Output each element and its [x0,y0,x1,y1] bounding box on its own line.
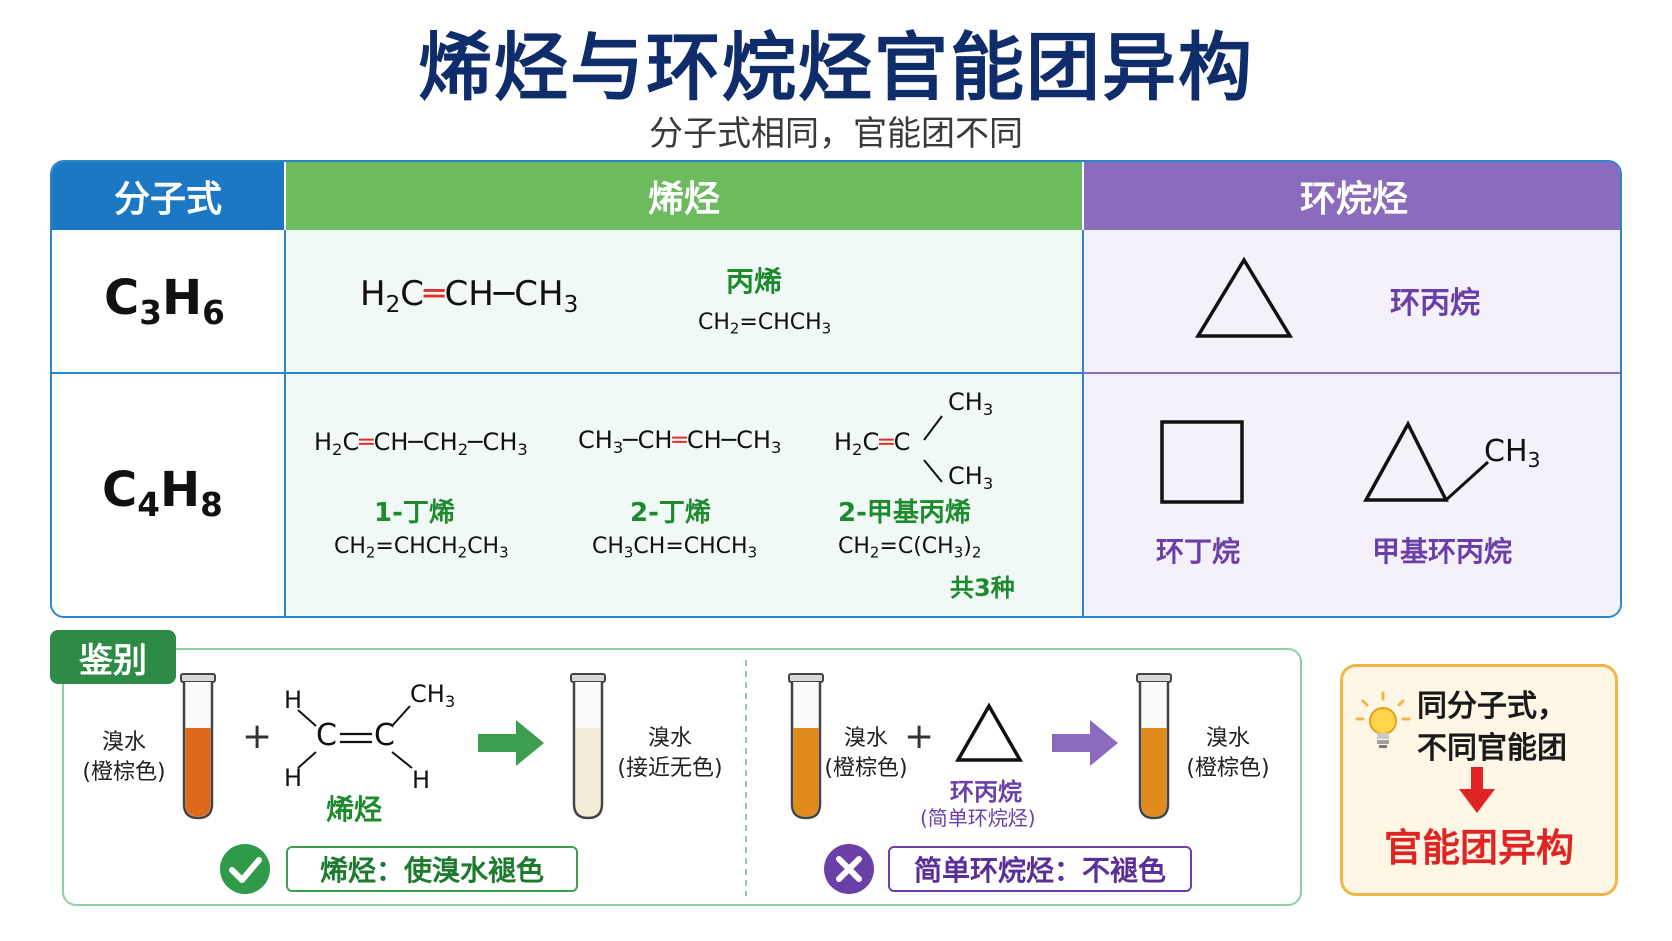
summary-conclusion: 官能团异构 [1383,826,1574,870]
2-methylpropene-structure: H2C═C [834,428,911,459]
result-label-left: 溴水 (接近无色) [617,726,723,781]
cyclobutane-name: 环丁烷 [1156,535,1241,568]
2-butene-structure: CH3─CH═CH─CH3 [578,426,782,457]
double-bond: ═ [424,274,445,314]
row-c3h6-formula-cell: C3H6 [52,230,284,374]
check-icon [220,844,270,894]
methylcyclopropane-name: 甲基环丙烷 [1372,535,1513,568]
propene-structure: H2C═CH─CH3 [360,274,579,318]
methyl-branch-top: CH3 [948,388,994,419]
row-c4h8-formula-cell: C4H8 [52,374,284,616]
plus-sign-left: + [242,716,273,757]
reagent-label-right: 溴水 (橙棕色) [824,726,908,781]
cyclopropane-name: 环丙烷 [1390,286,1480,321]
2-methylpropene-branch-bonds [923,415,943,483]
alkene-structure-diagram: H H C C CH3 H [282,680,462,794]
cyclopropane-triangle-icon [1194,256,1294,338]
lightbulb-icon [1355,691,1411,748]
reagent-label-left: 溴水 (橙棕色) [82,730,166,785]
row-c3h6-cyclo-cell: 环丙烷 [1082,230,1620,374]
2-butene-condensed: CH3CH=CHCH3 [592,534,758,562]
row-c4h8-cyclo-cell: 环丁烷 CH3 甲基环丙烷 [1082,374,1620,616]
atom-c-left: C [316,718,337,753]
summary-box: 同分子式， 不同官能团 官能团异构 [1340,664,1618,896]
methylcyclopropane-icon [1363,420,1490,502]
arrow-right-green-icon [478,720,544,766]
header-formula: 分子式 [52,162,284,230]
1-butene-name: 1-丁烯 [374,498,455,528]
2-butene-name: 2-丁烯 [630,498,711,528]
alkene-label: 烯烃 [326,793,383,826]
test-tube-bromine-icon [1136,673,1172,820]
molecular-formula-c4h8: C4H8 [102,462,223,524]
double-bond: ═ [879,428,894,456]
methyl-group-top: CH3 [410,680,456,711]
methyl-branch-bottom: CH3 [948,462,994,493]
row-c4h8-alkene-cell: H2C═CH─CH2─CH3 1-丁烯 CH2=CHCH2CH3 CH3─CH═… [284,374,1082,616]
row-c3h6-alkene-cell: H2C═CH─CH3 丙烯 CH2=CHCH3 [284,230,1082,374]
atom-h-right: H [412,766,431,794]
molecular-formula-c3h6: C3H6 [104,270,225,332]
1-butene-structure: H2C═CH─CH2─CH3 [314,428,528,459]
test-tube-bromine-icon [788,673,824,820]
alkene-bonds [297,705,413,769]
cross-icon [824,844,874,894]
cyclopropane-triangle-icon [954,702,1024,762]
comparison-table: 分子式 烯烃 环烷烃 C3H6 H2C═CH─CH3 丙烯 CH2=CHCH3 … [50,160,1622,618]
test-tube-colorless-icon [570,673,606,820]
double-bond: ═ [359,428,374,456]
header-alkene: 烯烃 [284,162,1082,230]
cyclobutane-square-icon [1160,420,1244,504]
atom-h-top: H [284,686,303,714]
atom-h-bottom: H [284,764,303,792]
propene-condensed: CH2=CHCH3 [698,310,832,338]
test-tube-bromine-icon [180,673,216,820]
methyl-group-label: CH3 [1484,434,1541,473]
verdict-alkene: 烯烃：使溴水褪色 [286,846,578,892]
double-bond: ═ [672,426,687,454]
summary-line-2: 不同官能团 [1417,731,1567,766]
atom-c-right: C [374,718,395,753]
1-butene-condensed: CH2=CHCH2CH3 [334,534,509,562]
2-methylpropene-name: 2-甲基丙烯 [838,498,971,528]
result-label-right: 溴水 (橙棕色) [1186,726,1270,781]
plus-sign-right: + [904,716,935,757]
panel-divider [745,660,747,896]
cyclopropane-sublabel: (简单环烷烃) [920,806,1036,830]
summary-line-1: 同分子式， [1417,689,1567,724]
page-title: 烯烃与环烷烃官能团异构 [418,25,1254,111]
propene-name: 丙烯 [726,265,783,298]
arrow-down-red-icon [1459,767,1495,813]
isomer-count-note: 共3种 [950,574,1015,602]
header-cycloalkane: 环烷烃 [1082,162,1620,230]
verdict-cycloalkane: 简单环烷烃：不褪色 [888,846,1192,892]
2-methylpropene-condensed: CH2=C(CH3)2 [838,534,982,562]
cyclopropane-label: 环丙烷 [950,778,1022,806]
arrow-right-purple-icon [1052,720,1118,766]
identification-tag: 鉴别 [50,630,176,684]
page-subtitle: 分子式相同，官能团不同 [649,114,1023,154]
